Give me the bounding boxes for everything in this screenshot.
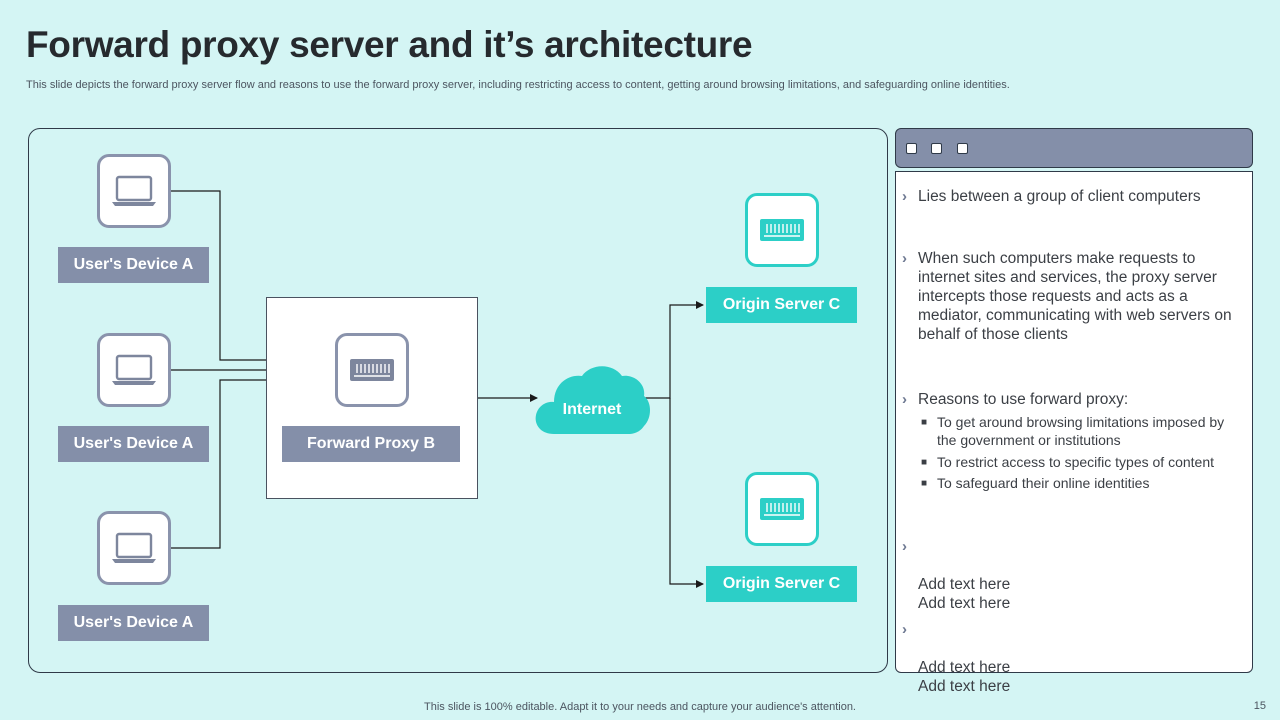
proxy-label: Forward Proxy B bbox=[282, 426, 460, 462]
chevron-right-icon: › bbox=[902, 188, 907, 205]
bullet-item: › Lies between a group of client compute… bbox=[902, 187, 1236, 206]
origin-server-label: Origin Server C bbox=[706, 566, 857, 602]
server-icon bbox=[350, 359, 394, 381]
chevron-right-icon: › bbox=[902, 621, 907, 638]
slide-title: Forward proxy server and it’s architectu… bbox=[26, 24, 753, 65]
device-label: User's Device A bbox=[58, 605, 209, 641]
laptop-icon bbox=[112, 175, 156, 206]
slide-subtitle: This slide depicts the forward proxy ser… bbox=[26, 79, 1010, 91]
device-icon-box bbox=[97, 154, 171, 228]
origin-server-label: Origin Server C bbox=[706, 287, 857, 323]
bullet-text: Add text here Add text here bbox=[918, 576, 1011, 612]
sub-bullet-text: To restrict access to specific types of … bbox=[937, 454, 1215, 470]
bullet-item: › When such computers make requests to i… bbox=[902, 249, 1236, 344]
bullet-text: When such computers make requests to int… bbox=[918, 250, 1232, 343]
laptop-icon bbox=[112, 354, 156, 385]
device-icon-box bbox=[97, 333, 171, 407]
device-label: User's Device A bbox=[58, 247, 209, 283]
bullet-item: › Reasons to use forward proxy: bbox=[902, 390, 1236, 409]
square-bullet-icon: ■ bbox=[921, 478, 928, 489]
laptop-icon bbox=[112, 532, 156, 563]
sub-bullet-text: To get around browsing limitations impos… bbox=[937, 414, 1225, 448]
square-bullet-icon: ■ bbox=[921, 417, 928, 428]
window-dot-icon bbox=[906, 143, 917, 154]
panel-window-header bbox=[895, 128, 1253, 168]
bullet-text: Lies between a group of client computers bbox=[918, 188, 1201, 205]
server-icon bbox=[760, 498, 804, 520]
slide-footer: This slide is 100% editable. Adapt it to… bbox=[424, 701, 856, 713]
chevron-right-icon: › bbox=[902, 538, 907, 555]
window-dot-icon bbox=[957, 143, 968, 154]
device-label: User's Device A bbox=[58, 426, 209, 462]
origin-server-icon-box bbox=[745, 193, 819, 267]
internet-label: Internet bbox=[562, 401, 622, 418]
proxy-icon-box bbox=[335, 333, 409, 407]
sub-bullet-item: ■ To restrict access to specific types o… bbox=[921, 453, 1237, 471]
server-icon bbox=[760, 219, 804, 241]
window-dot-icon bbox=[931, 143, 942, 154]
bullet-text: Reasons to use forward proxy: bbox=[918, 391, 1129, 408]
origin-server-icon-box bbox=[745, 472, 819, 546]
sub-bullet-item: ■ To safeguard their online identities bbox=[921, 474, 1237, 492]
chevron-right-icon: › bbox=[902, 250, 907, 267]
bullet-item: › Add text here Add text here bbox=[902, 537, 1236, 613]
cloud-icon bbox=[535, 366, 650, 434]
bullet-text: Add text here Add text here bbox=[918, 659, 1011, 695]
sub-bullet-text: To safeguard their online identities bbox=[937, 475, 1150, 491]
chevron-right-icon: › bbox=[902, 391, 907, 408]
sub-bullet-item: ■ To get around browsing limitations imp… bbox=[921, 413, 1237, 449]
square-bullet-icon: ■ bbox=[921, 457, 928, 468]
info-panel: › Lies between a group of client compute… bbox=[895, 171, 1253, 695]
page-number: 15 bbox=[1253, 700, 1266, 712]
device-icon-box bbox=[97, 511, 171, 585]
bullet-item: › Add text here Add text here bbox=[902, 620, 1236, 696]
